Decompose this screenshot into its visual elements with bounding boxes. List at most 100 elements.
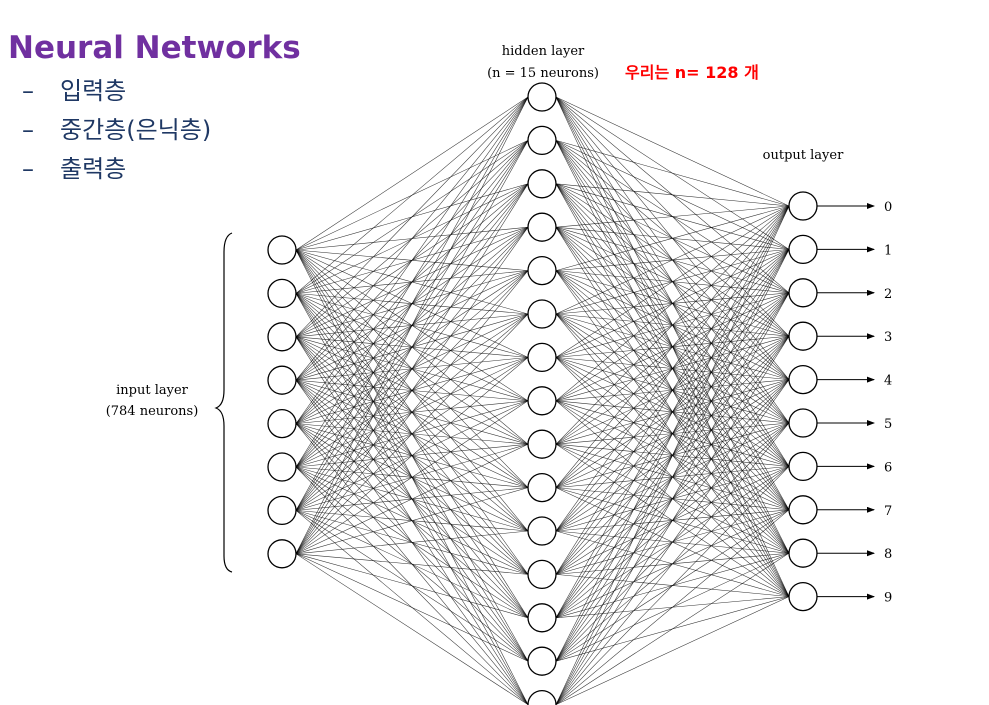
bullet-text: 출력층 — [60, 155, 127, 183]
output-neuron — [788, 278, 818, 308]
connection-line — [295, 487, 529, 555]
connection-line — [555, 509, 790, 705]
input-layer-count-label: (784 neurons) — [106, 404, 199, 419]
hidden-neuron — [527, 169, 557, 199]
connection-line — [295, 183, 529, 554]
input-layer-brace — [214, 232, 233, 573]
output-digit-label: 8 — [884, 547, 892, 562]
connection-line — [295, 553, 529, 662]
connection-line — [555, 183, 790, 207]
connection-line — [295, 96, 529, 424]
connection-line — [555, 292, 790, 705]
bullet-text: 중간층(은닉층) — [60, 116, 212, 144]
connection-line — [295, 96, 529, 251]
connection-line — [555, 336, 790, 705]
connection-line — [555, 422, 790, 705]
output-layer-label: output layer — [763, 148, 844, 163]
bullet-text: 입력층 — [60, 77, 127, 105]
input-neuron — [267, 408, 297, 439]
hidden-neuron — [527, 603, 557, 633]
connection-line — [295, 227, 529, 554]
connection-line — [295, 270, 529, 554]
output-digit-label: 0 — [884, 200, 892, 215]
connection-line — [555, 205, 790, 618]
connection-line — [555, 96, 790, 207]
hidden-neuron — [527, 559, 557, 590]
connection-line — [555, 205, 790, 228]
hidden-neuron — [527, 516, 557, 546]
hidden-neuron — [527, 646, 557, 676]
output-digit-label: 5 — [884, 417, 892, 432]
connection-line — [295, 96, 529, 294]
bullet-dash: – — [22, 155, 34, 183]
connection-line — [555, 205, 790, 575]
connection-line — [295, 96, 529, 554]
connection-line — [295, 313, 529, 554]
connection-line — [295, 96, 529, 337]
connection-line — [295, 96, 529, 511]
output-digit-label: 6 — [884, 460, 892, 475]
output-digit-label: 3 — [884, 330, 892, 345]
input-neuron — [267, 235, 297, 265]
hidden-neuron — [527, 472, 557, 503]
bullet-dash: – — [22, 116, 34, 144]
connection-line — [555, 205, 790, 532]
connection-line — [295, 530, 529, 555]
connection-line — [295, 443, 529, 555]
output-neuron — [788, 581, 818, 612]
connection-line — [295, 357, 529, 555]
connection-lines — [295, 96, 790, 705]
connection-line — [555, 379, 790, 705]
hidden-layer-label: hidden layer — [502, 44, 585, 59]
neuron-layers — [267, 82, 818, 705]
hidden-neuron — [527, 689, 557, 705]
hidden-neuron — [527, 212, 557, 242]
connection-line — [555, 205, 790, 402]
input-neuron — [267, 365, 297, 395]
bullet-input-layer: –입력층 — [22, 72, 211, 111]
connection-line — [555, 205, 790, 705]
output-neuron — [788, 364, 818, 395]
hidden-layer-count-label: (n = 15 neurons) — [487, 66, 599, 81]
slide-title: Neural Networks — [8, 30, 301, 66]
bullet-dash: – — [22, 77, 34, 105]
connection-line — [555, 205, 790, 662]
hidden-neuron — [527, 299, 557, 329]
output-neuron — [788, 408, 818, 438]
connection-line — [555, 205, 790, 358]
hidden-neuron — [527, 255, 557, 286]
connection-line — [555, 140, 790, 207]
connection-line — [555, 466, 790, 705]
connection-line — [555, 552, 790, 705]
input-neuron — [267, 322, 297, 352]
hidden-neuron — [527, 125, 557, 156]
connection-line — [295, 140, 529, 554]
output-neuron — [788, 495, 818, 525]
connection-line — [555, 205, 790, 445]
input-neuron — [267, 539, 297, 569]
output-neuron — [788, 538, 818, 568]
input-neuron — [267, 452, 297, 482]
connection-line — [555, 205, 790, 271]
output-digit-label: 7 — [884, 504, 892, 519]
hidden-neuron — [527, 342, 557, 373]
input-layer-label: input layer — [116, 383, 189, 398]
bullet-output-layer: –출력층 — [22, 150, 211, 189]
input-neuron — [267, 495, 297, 526]
output-digit-label: 1 — [884, 243, 892, 258]
output-neuron — [788, 191, 818, 221]
connection-line — [555, 249, 790, 705]
hidden-neuron — [527, 386, 557, 416]
connection-line — [555, 205, 790, 488]
hidden-neuron — [527, 82, 557, 112]
output-neuron — [788, 321, 818, 351]
connection-line — [295, 96, 529, 468]
hidden-neuron — [527, 429, 557, 459]
bullet-hidden-layer: –중간층(은닉층) — [22, 111, 211, 150]
connection-line — [555, 596, 790, 705]
connection-line — [295, 400, 529, 555]
connection-line — [295, 96, 529, 381]
neuron-count-note: 우리는 n= 128 개 — [625, 63, 759, 82]
input-neuron — [267, 278, 297, 309]
